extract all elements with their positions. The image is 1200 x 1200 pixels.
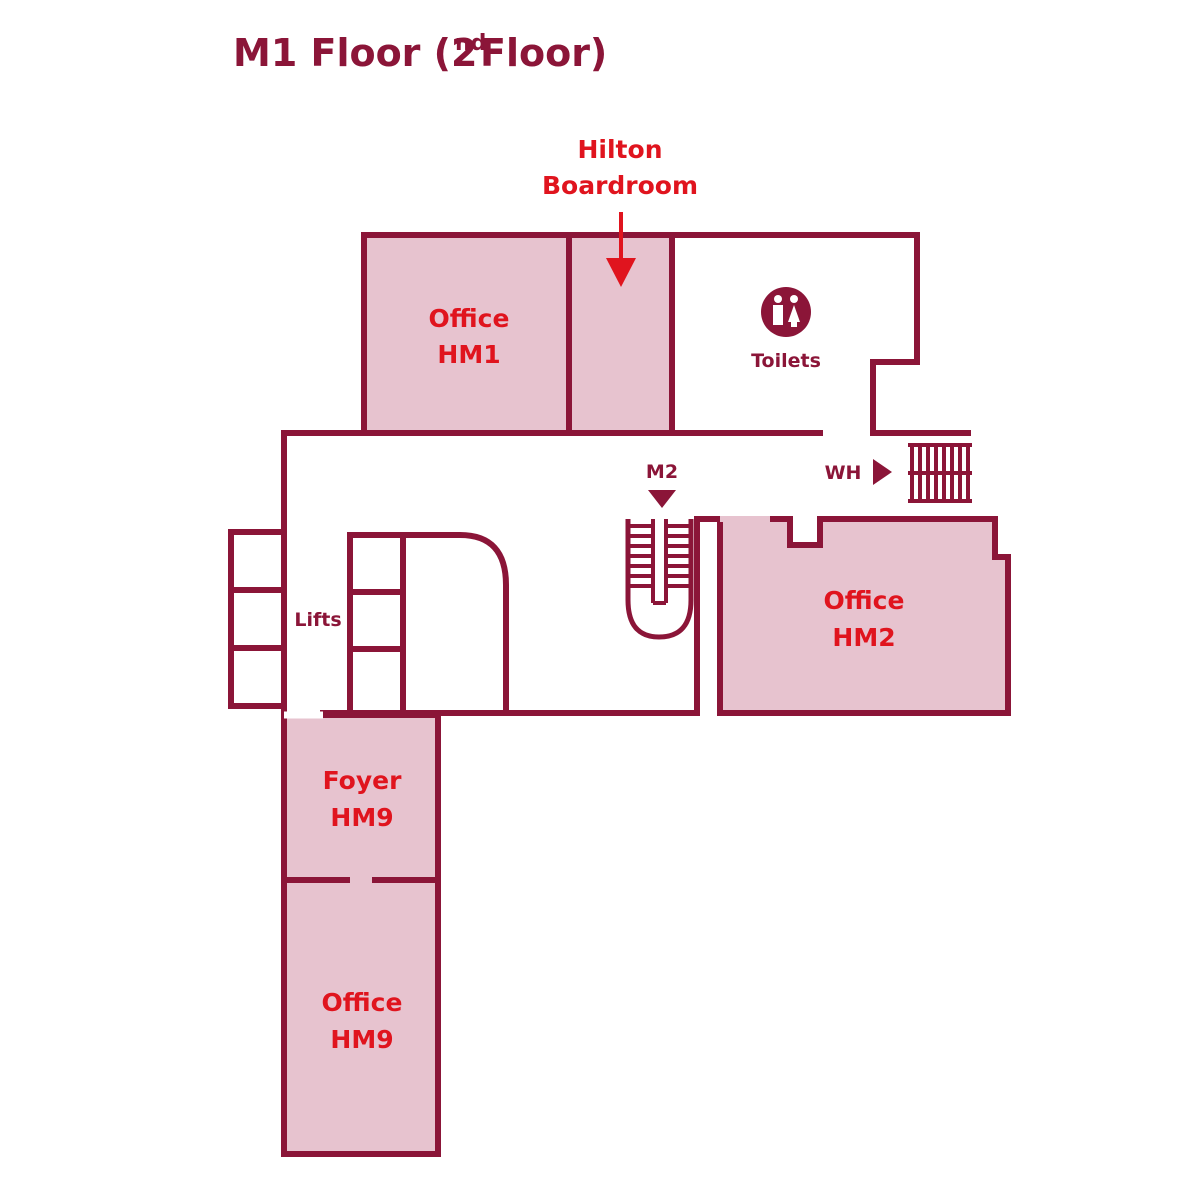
stair-wall [694, 516, 723, 716]
office-hm1-label-line1: Office [429, 304, 510, 333]
toilets-label: Toilets [751, 350, 821, 372]
toilets-icon [761, 287, 811, 337]
wh-arrow-icon [873, 459, 892, 485]
foyer-hm9-label-line1: Foyer [323, 766, 402, 795]
room-foyer-hm9[interactable] [281, 712, 441, 883]
foyer-hm9-label-line2: HM9 [330, 803, 393, 832]
title-main: M1 Floor (2 [233, 31, 477, 75]
highlight-arrow-head [606, 232, 636, 287]
lifts-outer [228, 529, 287, 709]
inner-core [347, 532, 509, 716]
office-hm1-label-line2: HM1 [437, 340, 500, 369]
highlight-label-line1: Hilton [578, 135, 663, 164]
staircase-icon [625, 519, 694, 640]
highlight-label-line2: Boardroom [542, 171, 698, 200]
room-office-hm1[interactable] [361, 232, 572, 436]
room-office-hm2[interactable] [717, 516, 1011, 716]
m2-label: M2 [646, 461, 678, 483]
lifts-label: Lifts [294, 609, 341, 631]
office-hm9-label-line2: HM9 [330, 1025, 393, 1054]
toilets-wall [669, 232, 920, 436]
page-title: M1 Floor (2 nd Floor) [233, 31, 607, 75]
wh-label: WH [825, 462, 862, 484]
m2-arrow-icon [648, 490, 676, 508]
title-suffix: Floor) [480, 31, 607, 75]
office-hm9-label-line1: Office [322, 988, 403, 1017]
wh-staircase-icon [908, 443, 972, 503]
office-hm2-label-line1: Office [824, 586, 905, 615]
room-office-hm9[interactable] [281, 877, 441, 1157]
office-hm2-label-line2: HM2 [832, 623, 895, 652]
title-superscript: nd [455, 31, 486, 56]
